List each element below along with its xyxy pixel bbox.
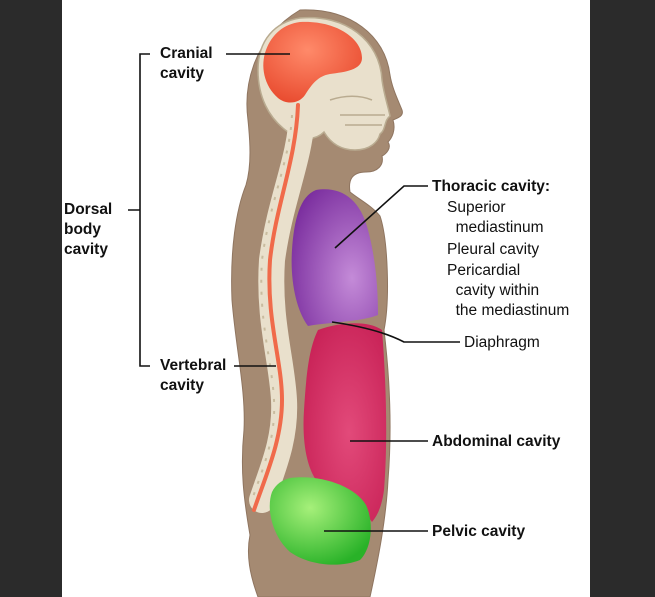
spinal-cord <box>252 103 300 512</box>
thoracic-leader <box>334 185 428 249</box>
vertebral-cavity-label: Vertebral cavity <box>160 357 227 394</box>
diaphragm-leader <box>331 321 460 343</box>
vertebra-ridges <box>251 114 293 501</box>
left-dark-margin <box>0 0 62 597</box>
pericardial-cavity-label: Pericardial cavity within the mediastinu… <box>447 262 570 319</box>
dorsal-bracket <box>128 53 150 367</box>
cranial-cavity <box>263 21 362 103</box>
pelvic-cavity-label: Pelvic cavity <box>432 523 526 540</box>
superior-mediastinum-label: Superior mediastinum <box>447 199 544 236</box>
abdominal-cavity <box>303 323 387 522</box>
leader-lines <box>128 53 460 532</box>
thoracic-cavity-label: Thoracic cavity: <box>432 178 551 195</box>
right-dark-margin <box>590 0 655 597</box>
diaphragm-label: Diaphragm <box>464 334 540 351</box>
thoracic-cavity <box>291 189 378 326</box>
pleural-cavity-label: Pleural cavity <box>447 241 540 258</box>
jaw <box>329 95 385 126</box>
pelvic-cavity <box>269 477 371 565</box>
dorsal-body-cavity-label: Dorsal body cavity <box>64 201 113 258</box>
abdominal-cavity-label: Abdominal cavity <box>432 433 561 450</box>
cranial-cavity-label: Cranial cavity <box>160 45 213 82</box>
